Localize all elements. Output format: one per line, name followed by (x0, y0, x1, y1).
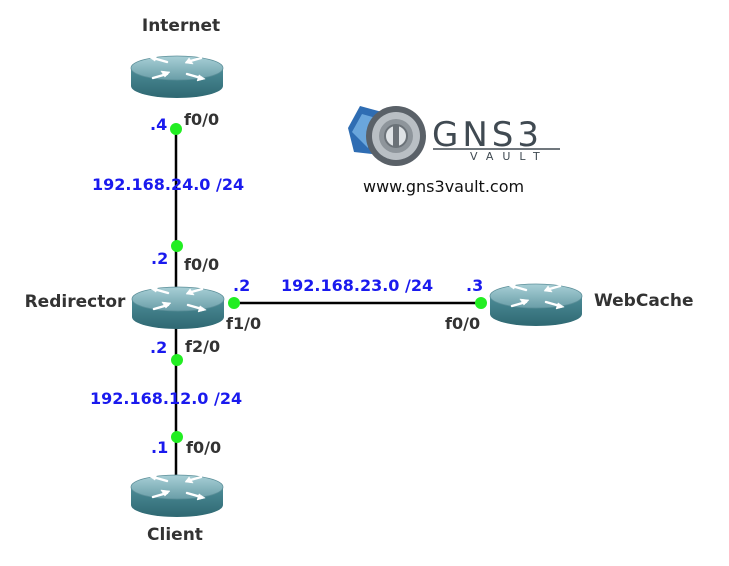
host-number: .2 (150, 338, 167, 357)
network-label-top: 192.168.24.0 /24 (92, 175, 244, 194)
links (174, 128, 482, 480)
logo-sub: VAULT (470, 150, 549, 163)
port-dot[interactable] (171, 354, 183, 366)
device-label-client: Client (147, 525, 203, 545)
interface-label: f2/0 (185, 337, 220, 356)
network-label-right: 192.168.23.0 /24 (281, 276, 433, 295)
port-dots (170, 123, 487, 443)
host-number: .3 (466, 276, 483, 295)
router-webcache[interactable] (488, 281, 584, 328)
device-label-webcache: WebCache (594, 291, 694, 311)
device-label-redirector: Redirector (25, 292, 126, 312)
router-icon (130, 284, 226, 331)
interface-label: f0/0 (445, 314, 480, 333)
port-dot[interactable] (475, 297, 487, 309)
port-dot[interactable] (170, 123, 182, 135)
interface-label: f0/0 (186, 438, 221, 457)
host-number: .4 (150, 115, 167, 134)
router-internet[interactable] (129, 53, 225, 100)
interface-label: f1/0 (226, 314, 261, 333)
port-dot[interactable] (171, 240, 183, 252)
network-label-bottom: 192.168.12.0 /24 (90, 389, 242, 408)
interface-label: f0/0 (184, 110, 219, 129)
port-dot[interactable] (228, 297, 240, 309)
host-number: .1 (151, 438, 168, 457)
port-dot[interactable] (171, 431, 183, 443)
gns3-vault-logo-icon (348, 106, 426, 166)
interface-label: f0/0 (184, 255, 219, 274)
router-icon (488, 281, 584, 328)
logo-url: www.gns3vault.com (363, 177, 524, 196)
router-icon (129, 472, 225, 519)
router-redirector[interactable] (130, 284, 226, 331)
router-icon (129, 53, 225, 100)
router-client[interactable] (129, 472, 225, 519)
device-label-internet: Internet (142, 16, 220, 36)
gns3-vault-logo: GNS3 VAULT (348, 106, 560, 166)
host-number: .2 (151, 249, 168, 268)
host-number: .2 (233, 276, 250, 295)
